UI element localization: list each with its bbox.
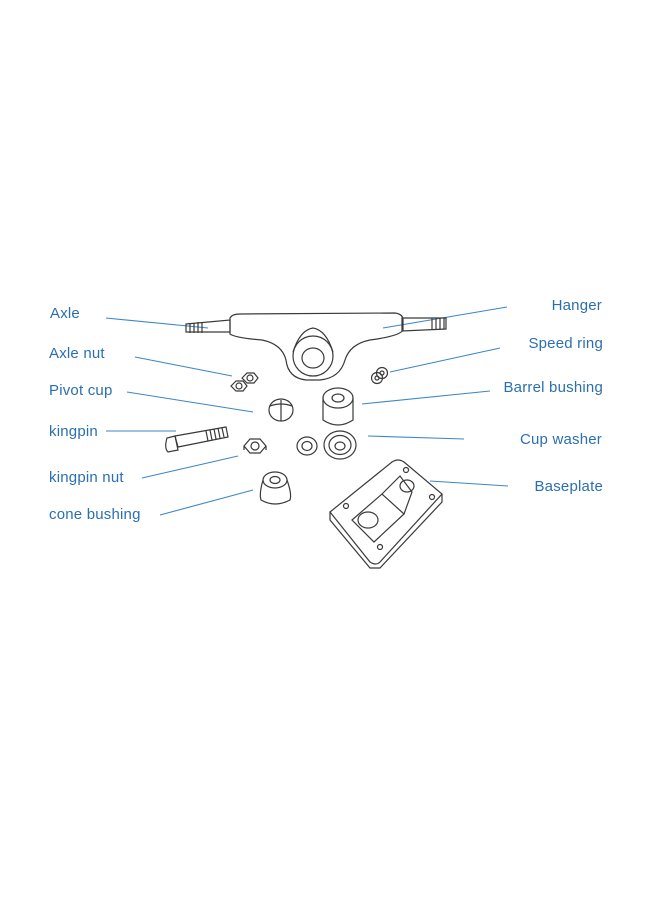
axle-nut-part: [230, 372, 259, 392]
leader-barrel-bushing: [361, 390, 491, 405]
label-kingpin: kingpin: [49, 423, 98, 440]
label-axle-nut: Axle nut: [49, 345, 105, 362]
label-kingpin-nut: kingpin nut: [49, 469, 124, 486]
leader-speed-ring: [389, 347, 501, 373]
pivot-cup-part: [268, 398, 294, 422]
leader-axle: [105, 317, 209, 329]
kingpin-part: [165, 426, 229, 453]
leader-pivot-cup: [126, 391, 254, 413]
label-axle: Axle: [50, 305, 80, 322]
label-baseplate: Baseplate: [534, 478, 603, 495]
label-cup-washer: Cup washer: [519, 431, 602, 448]
kingpin-nut-part: [243, 438, 267, 454]
leader-baseplate: [429, 480, 509, 487]
label-barrel-bushing: Barrel bushing: [503, 379, 603, 396]
leader-cup-washer: [367, 435, 465, 440]
leader-kingpin-nut: [141, 455, 239, 479]
cup-washer-small-part: [296, 436, 318, 456]
cup-washer-large-part: [323, 430, 357, 460]
label-cone-bushing: cone bushing: [49, 506, 141, 523]
leader-axle-nut: [134, 356, 233, 377]
label-hanger: Hanger: [551, 297, 602, 314]
label-pivot-cup: Pivot cup: [49, 382, 113, 399]
cone-bushing-part: [259, 471, 292, 505]
label-speed-ring: Speed ring: [528, 335, 603, 352]
leader-cone-bushing: [159, 489, 254, 516]
baseplate-part: [329, 459, 443, 569]
barrel-bushing-part: [322, 387, 354, 426]
hanger-part: [185, 312, 447, 381]
speed-ring-part: [370, 366, 389, 385]
